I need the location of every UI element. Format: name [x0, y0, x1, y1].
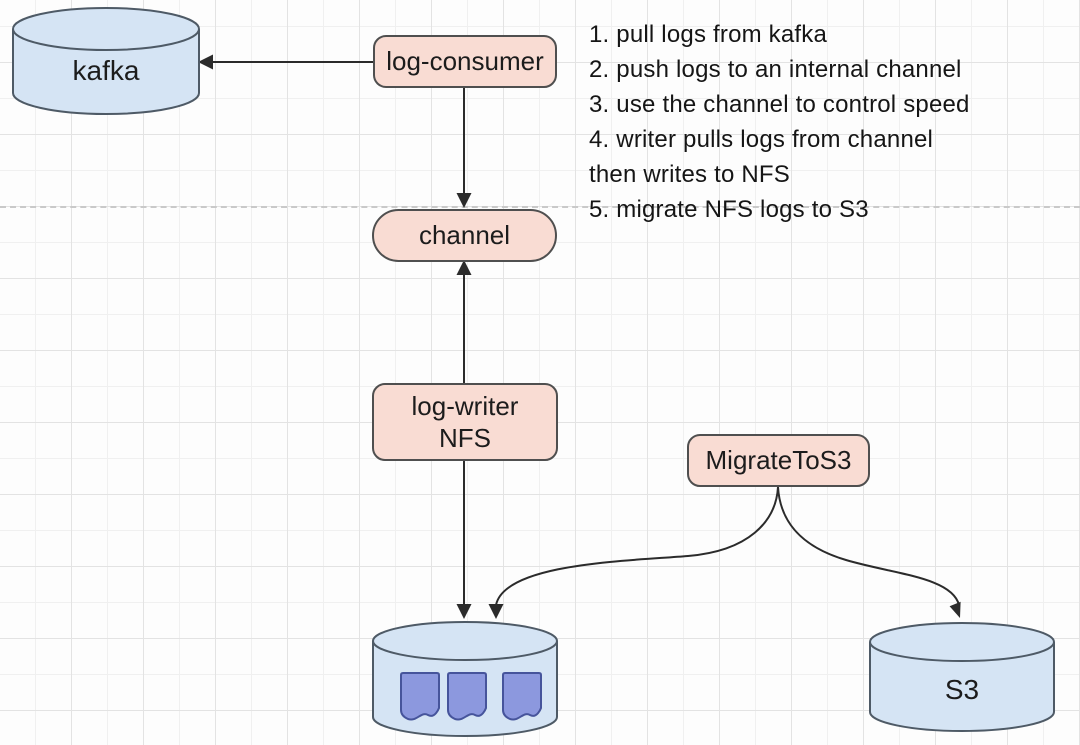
file-icon: [447, 672, 487, 721]
arrowhead-into-channel-top: [456, 193, 472, 208]
note-line: 4. writer pulls logs from channel: [589, 126, 934, 153]
file-icon: [502, 672, 542, 721]
arrowhead-into-nfs-from-migrate: [488, 604, 504, 619]
s3-label: S3: [944, 673, 980, 705]
node-channel[interactable]: channel: [372, 209, 557, 262]
log-writer-label-line1: log-writer: [411, 390, 519, 421]
channel-label: channel: [418, 220, 511, 251]
node-log-writer[interactable]: log-writer NFS: [372, 383, 558, 461]
file-icon: [400, 672, 440, 721]
cylinder-shape: [869, 622, 1055, 732]
cylinder-shape: [12, 7, 200, 115]
arrowhead-into-kafka: [198, 54, 213, 70]
arrowhead-into-nfs-from-writer: [456, 604, 472, 619]
node-nfs-store[interactable]: [372, 620, 558, 738]
note-line: 2. push logs to an internal channel: [589, 56, 962, 83]
note-line: 5. migrate NFS logs to S3: [589, 196, 869, 223]
node-migrate-to-s3[interactable]: MigrateToS3: [687, 434, 870, 487]
migrate-to-s3-label: MigrateToS3: [705, 445, 852, 476]
arrowhead-into-s3: [949, 601, 961, 618]
node-kafka[interactable]: kafka: [12, 6, 200, 116]
cylinder-shape: [372, 621, 558, 737]
page-boundary-dashed-line: [0, 206, 1080, 208]
note-line: then writes to NFS: [589, 161, 791, 188]
edge-migrate-to-s3[interactable]: [777, 486, 960, 606]
log-writer-label-line2: NFS: [439, 423, 491, 453]
note-line: 1. pull logs from kafka: [589, 21, 828, 48]
node-log-consumer[interactable]: log-consumer: [373, 35, 557, 88]
note-line: 3. use the channel to control speed: [589, 91, 970, 118]
kafka-label: kafka: [72, 54, 140, 86]
edge-migrate-to-nfs[interactable]: [495, 486, 779, 606]
annotation-notes[interactable]: 1. pull logs from kafka 2. push logs to …: [589, 17, 1049, 227]
node-s3[interactable]: S3: [869, 621, 1055, 733]
log-consumer-label: log-consumer: [386, 46, 544, 77]
arrowhead-into-channel-bottom: [456, 260, 472, 275]
